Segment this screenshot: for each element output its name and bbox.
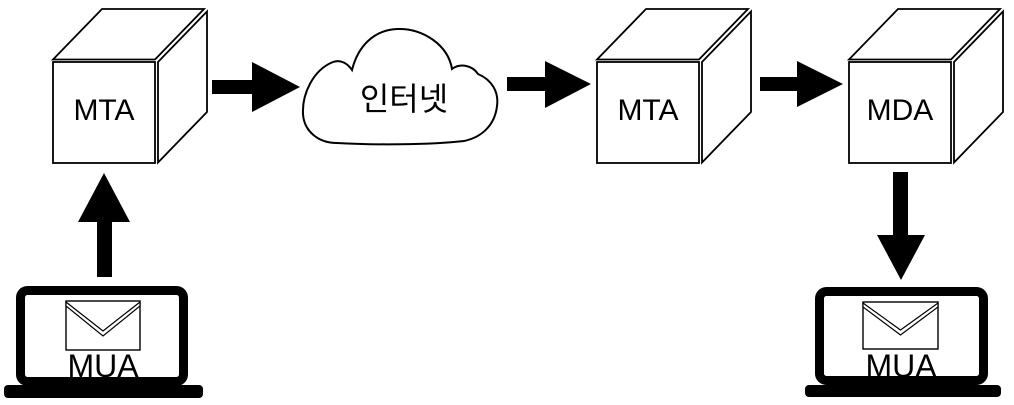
recipient-laptop-base (805, 385, 1001, 397)
sender-envelope-flap-icon (65, 300, 141, 337)
sender-laptop-base (4, 385, 203, 398)
sender-envelope-icon (65, 300, 141, 351)
arrow-mta1-to-internet-icon (212, 62, 300, 112)
arrow-internet-to-mta2-icon (507, 61, 591, 108)
mta1-node: MTA (50, 8, 208, 165)
arrow-mta2-to-mda-icon (760, 61, 843, 107)
arrow-mda-to-mua-icon (877, 172, 925, 280)
recipient-envelope-flap-icon (862, 301, 939, 336)
mua-recipient-node: MUA (805, 287, 1001, 397)
mta1-label: MTA (73, 94, 134, 127)
mua-sender-label: MUA (67, 348, 139, 384)
mta2-node: MTA (594, 8, 752, 165)
mda-node: MDA (846, 8, 1004, 165)
mta1-cube-front-face (52, 61, 156, 164)
mda-label: MDA (867, 94, 934, 127)
mda-cube-front-face (848, 61, 952, 164)
mda-cube-right-face (953, 9, 1004, 165)
mta2-cube-top-face (594, 8, 751, 61)
mta1-cube-top-face (50, 8, 207, 61)
recipient-envelope-icon (862, 301, 939, 350)
mta2-cube-front-face (596, 61, 700, 164)
mta2-cube-right-face (701, 9, 752, 165)
arrow-mua-to-mta1-icon (78, 173, 130, 277)
mua-sender-node: MUA (4, 286, 203, 398)
internet-node: 인터넷 (301, 27, 499, 146)
mta2-label: MTA (617, 94, 678, 127)
internet-label: 인터넷 (360, 81, 448, 117)
internet-cloud-icon (301, 27, 499, 146)
mta1-cube-right-face (157, 9, 208, 165)
mda-cube-top-face (846, 8, 1003, 61)
mua-recipient-label: MUA (865, 348, 937, 384)
